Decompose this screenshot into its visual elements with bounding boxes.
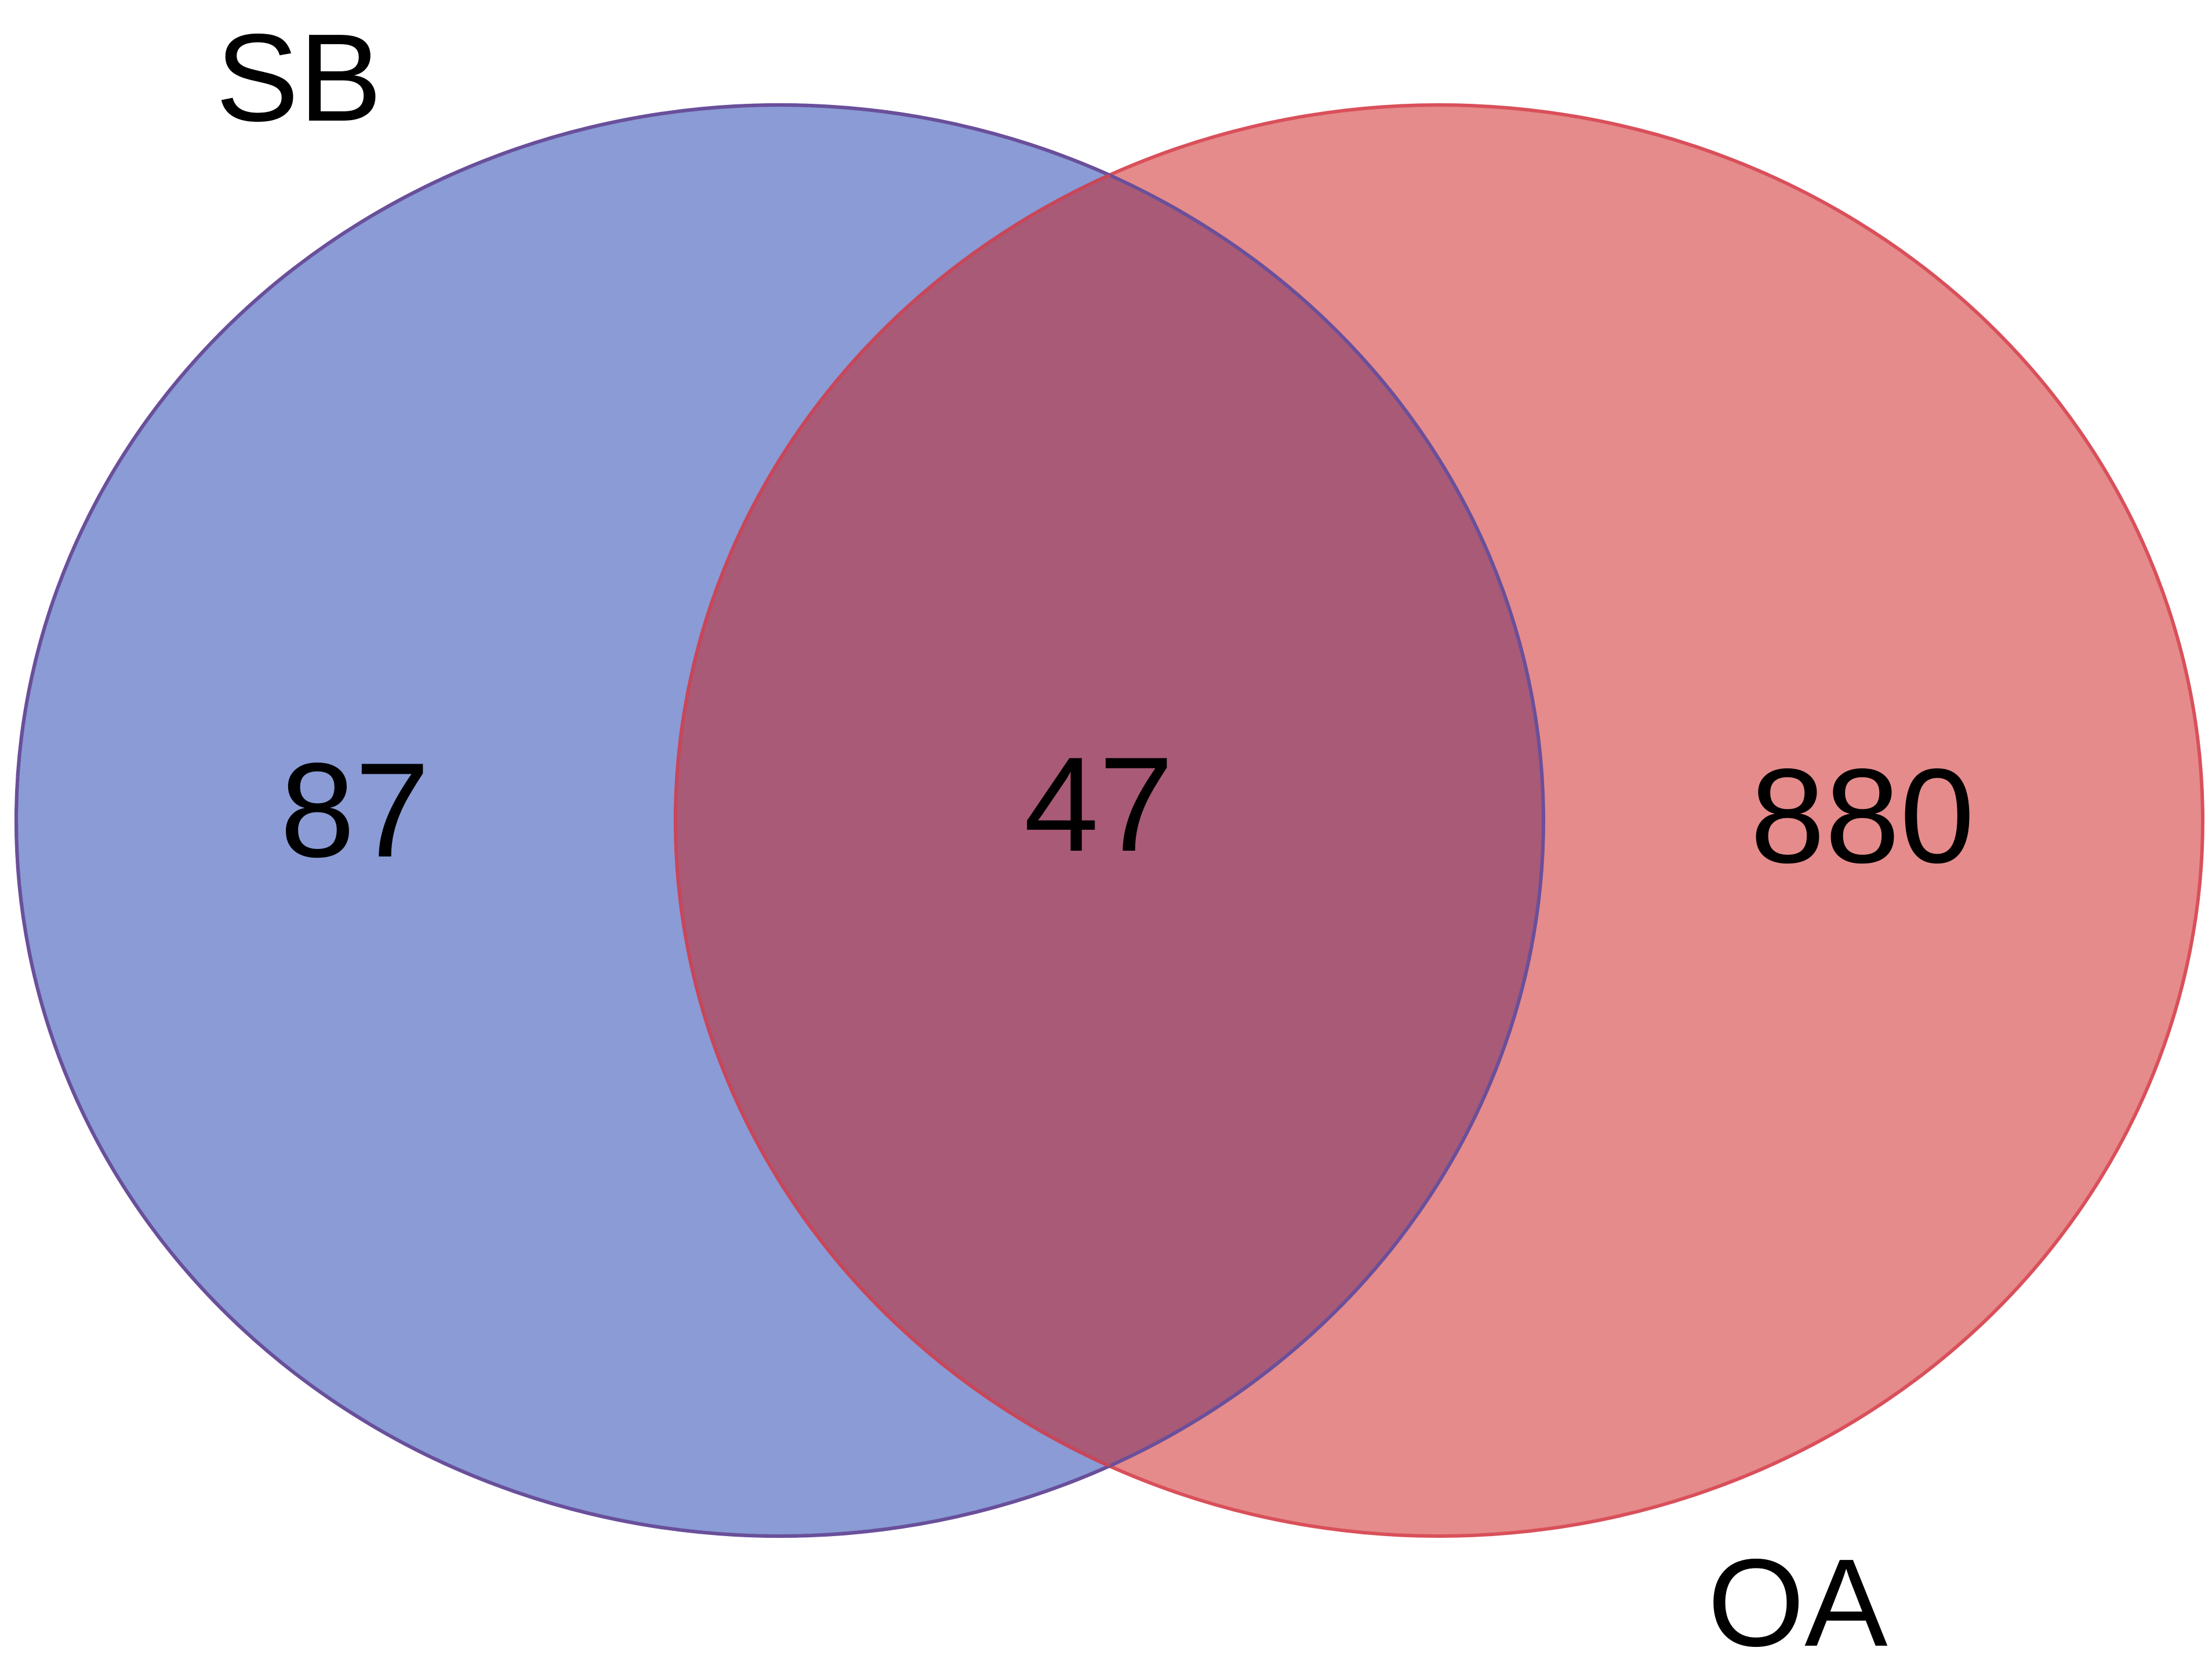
count-sb-only: 87 (280, 735, 430, 885)
count-intersection: 47 (1024, 729, 1174, 880)
set-label-sb: SB (216, 8, 382, 147)
set-sb-outline (14, 103, 1545, 1538)
set-oa-outline (674, 105, 1543, 1536)
intersection-region (675, 105, 1543, 1536)
count-oa-only: 880 (1750, 741, 1974, 891)
set-label-oa: OA (1708, 1533, 1888, 1666)
